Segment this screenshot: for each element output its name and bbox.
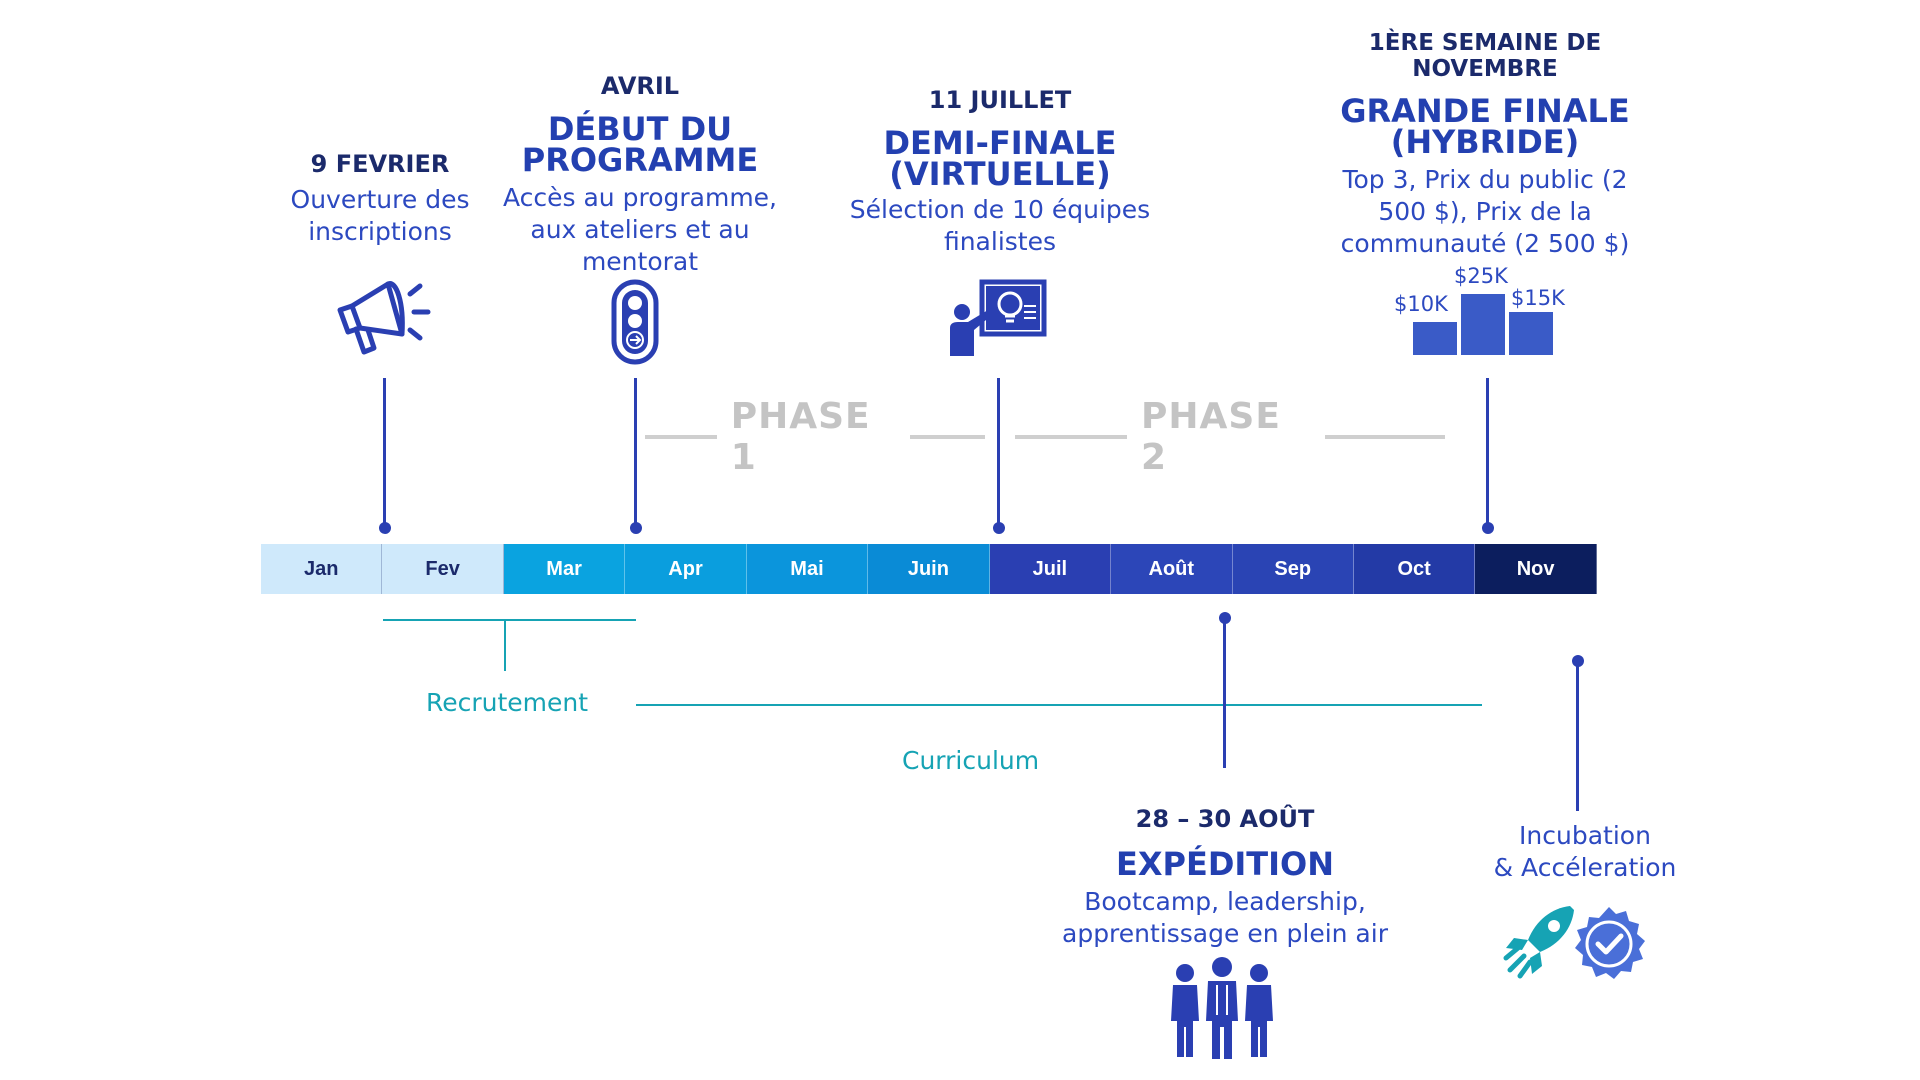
connector-dot — [630, 522, 642, 534]
milestone-desc: communauté (2 500 $) — [1340, 229, 1630, 258]
connector-dot — [1482, 522, 1494, 534]
milestone-date: 9 FEVRIER — [310, 150, 450, 178]
month-apr: Apr — [625, 544, 747, 594]
milestone-desc: 500 $), Prix de la — [1378, 197, 1592, 226]
month-mai: Mai — [746, 544, 869, 594]
connector-line-grande-finale — [1486, 378, 1489, 528]
milestone-desc: inscriptions — [308, 217, 452, 246]
phase-1-label: PHASE 1 — [730, 396, 871, 478]
milestone-desc: mentorat — [581, 247, 699, 276]
milestone-desc: Top 3, Prix du public (2 — [1342, 165, 1628, 194]
connector-line-demi-finale — [997, 378, 1000, 528]
recrutement-label: Recrutement — [426, 688, 589, 717]
phase-divider — [909, 435, 985, 439]
prize-label-center: $25K — [1454, 264, 1508, 288]
milestone-desc: apprentissage en plein air — [1062, 919, 1388, 948]
verified-badge-icon — [1575, 907, 1645, 979]
month-sep: Sep — [1232, 544, 1354, 594]
milestone-title: DÉBUT DU PROGRAMME — [521, 110, 759, 179]
curriculum-label: Curriculum — [902, 746, 1040, 775]
month-nov: Nov — [1475, 544, 1597, 594]
megaphone-icon — [337, 281, 431, 355]
connector-line-incubation — [1576, 661, 1579, 811]
milestone-desc: & Accéleration — [1493, 853, 1677, 882]
phase-2-label: PHASE 2 — [1141, 396, 1281, 478]
milestone-title: GRANDE FINALE — [1340, 92, 1630, 130]
milestone-desc: Bootcamp, leadership, — [1084, 887, 1366, 916]
milestone-grande-finale: 1ÈRE SEMAINE DE NOVEMBRE GRANDE FINALE (… — [1295, 30, 1675, 260]
milestone-title: EXPÉDITION — [1115, 845, 1335, 883]
milestone-desc: Accès au programme, — [502, 183, 777, 212]
milestone-desc: aux ateliers et au — [530, 215, 750, 244]
phase-divider — [1015, 435, 1128, 439]
traffic-light-icon — [611, 279, 659, 365]
milestone-date: 1ÈRE SEMAINE DE NOVEMBRE — [1368, 30, 1602, 82]
milestone-desc: Incubation — [1519, 821, 1651, 850]
hikers-group-icon — [1171, 957, 1273, 1059]
connector-line-programme — [634, 378, 637, 528]
milestone-inscriptions: 9 FEVRIER Ouverture des inscriptions — [260, 150, 500, 248]
month-mar: Mar — [503, 544, 626, 594]
milestone-title: (VIRTUELLE) — [889, 155, 1111, 193]
milestone-incubation: Incubation & Accéleration — [1460, 820, 1710, 884]
rocket-icon — [1503, 906, 1574, 979]
milestone-date: AVRIL — [600, 72, 680, 100]
prize-label-right: $15K — [1511, 286, 1565, 310]
month-fev: Fev — [382, 544, 504, 594]
recrutement-bracket — [383, 619, 636, 621]
phase-2-band: PHASE 2 — [1015, 396, 1445, 478]
month-juin: Juin — [868, 544, 990, 594]
presenter-icon — [950, 279, 1047, 356]
phase-divider — [1325, 435, 1445, 439]
milestone-title: (HYBRIDE) — [1390, 123, 1580, 161]
recrutement-bracket-stem — [504, 619, 506, 671]
prize-label-left: $10K — [1394, 292, 1448, 316]
connector-line-expedition — [1223, 618, 1226, 768]
phase-1-band: PHASE 1 — [645, 396, 985, 478]
milestone-desc: Ouverture des — [290, 185, 470, 214]
month-juil: Juil — [989, 544, 1112, 594]
milestone-desc: finalistes — [943, 227, 1057, 256]
milestone-desc: Sélection de 10 équipes — [849, 195, 1151, 224]
month-août: Août — [1111, 544, 1233, 594]
prize-bar-right — [1509, 312, 1553, 355]
curriculum-line — [636, 704, 1482, 706]
milestone-expedition: 28 – 30 AOÛT EXPÉDITION Bootcamp, leader… — [1055, 805, 1395, 950]
milestone-title: DEMI-FINALE — [883, 124, 1117, 162]
phase-divider — [645, 435, 717, 439]
month-oct: Oct — [1353, 544, 1476, 594]
milestone-date: 28 – 30 AOÛT — [1135, 805, 1315, 833]
milestone-demi-finale: 11 JUILLET DEMI-FINALE (VIRTUELLE) Sélec… — [840, 86, 1160, 258]
milestone-date: 11 JUILLET — [928, 86, 1072, 114]
connector-dot — [993, 522, 1005, 534]
prize-bar-left — [1413, 322, 1457, 355]
month-jan: Jan — [261, 544, 383, 594]
prize-bar-center — [1461, 294, 1505, 355]
milestone-programme: AVRIL DÉBUT DU PROGRAMME Accès au progra… — [455, 72, 825, 278]
connector-line-inscriptions — [383, 378, 386, 528]
connector-dot — [379, 522, 391, 534]
